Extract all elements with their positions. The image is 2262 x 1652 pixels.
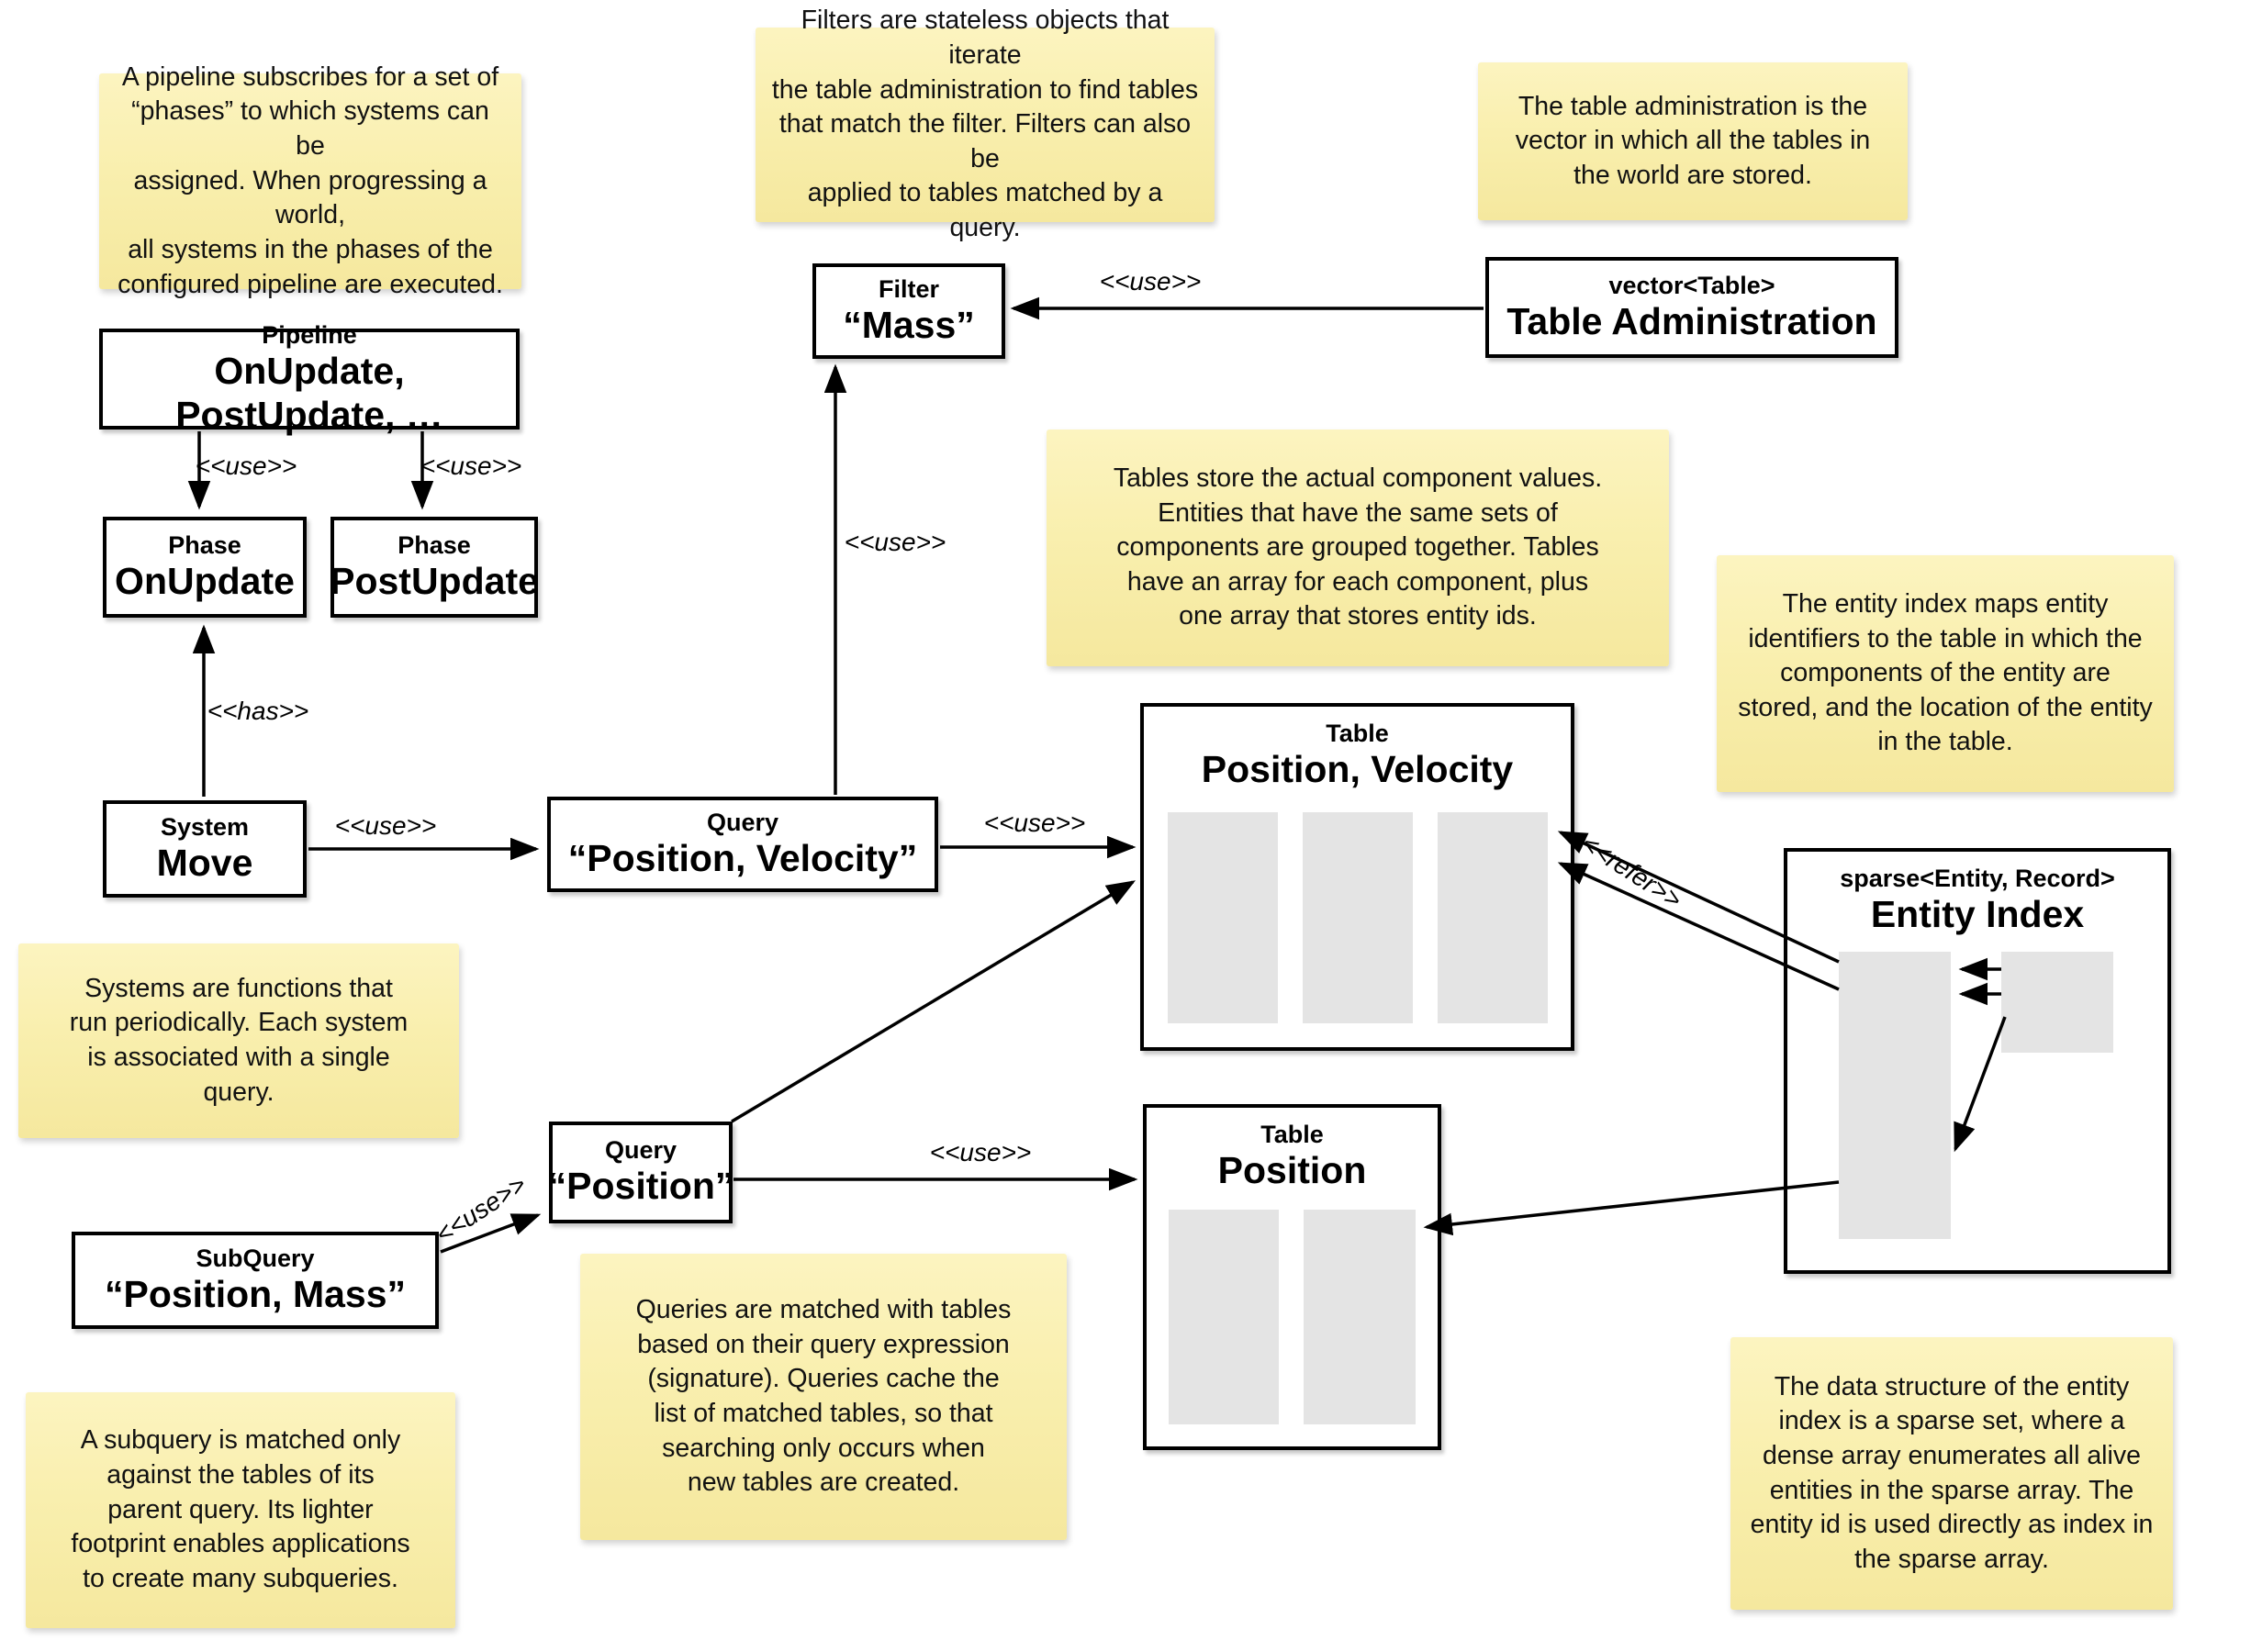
box-phase-onupdate: Phase OnUpdate	[103, 517, 307, 618]
edge-label-has: <<has>>	[207, 697, 309, 725]
box-pipeline-stereotype: Pipeline	[262, 321, 357, 350]
box-table-position-velocity: Table Position, Velocity	[1140, 703, 1574, 1051]
edge-label-use: <<use>>	[195, 452, 297, 480]
dense-array	[2001, 952, 2113, 1053]
box-system-move: System Move	[103, 800, 307, 898]
note-entity-index: The entity index maps entity identifiers…	[1717, 555, 2174, 792]
component-array	[1304, 1210, 1416, 1424]
box-phase-onupdate-stereotype: Phase	[168, 530, 241, 559]
component-array	[1438, 812, 1548, 1023]
edge-label-use: <<use>>	[844, 528, 946, 556]
box-table-p-name: Position	[1217, 1149, 1367, 1192]
note-filters: Filters are stateless objects that itera…	[756, 6, 1215, 242]
box-table-p-stereotype: Table	[1260, 1121, 1324, 1148]
box-query-p-stereotype: Query	[604, 1136, 677, 1165]
box-query-position-velocity: Query “Position, Velocity”	[547, 797, 938, 892]
box-table-pv-stereotype: Table	[1326, 720, 1389, 747]
note-table-admin: The table administration is the vector i…	[1478, 62, 1908, 220]
box-query-p-name: “Position”	[547, 1165, 734, 1208]
box-entity-index: sparse<Entity, Record> Entity Index	[1784, 848, 2171, 1274]
component-array	[1303, 812, 1413, 1023]
box-table-position: Table Position	[1143, 1104, 1441, 1450]
note-subquery: A subquery is matched only against the t…	[26, 1392, 455, 1628]
edge-label-use: <<use>>	[929, 1138, 1032, 1166]
edge-label-use: <<use>>	[420, 452, 522, 480]
box-query-pv-name: “Position, Velocity”	[567, 836, 918, 879]
box-query-position: Query “Position”	[547, 1122, 734, 1223]
box-filter-mass-stereotype: Filter	[878, 274, 939, 303]
box-pipeline: Pipeline OnUpdate, PostUpdate, …	[99, 321, 520, 436]
box-phase-onupdate-name: OnUpdate	[115, 559, 295, 602]
edge-label-use: <<use>>	[334, 811, 437, 840]
box-table-admin-stereotype: vector<Table>	[1608, 271, 1775, 299]
note-systems: Systems are functions that run periodica…	[18, 943, 459, 1138]
edge-label-use: <<use>>	[983, 809, 1086, 837]
component-array	[1168, 812, 1278, 1023]
edge-label-refer: <<refer>>	[1576, 829, 1687, 915]
box-table-pv-name: Position, Velocity	[1201, 748, 1514, 791]
box-table-admin-name: Table Administration	[1506, 299, 1877, 342]
box-system-move-stereotype: System	[160, 812, 250, 841]
box-subquery-stereotype: SubQuery	[196, 1244, 315, 1272]
note-pipeline: A pipeline subscribes for a set of “phas…	[99, 62, 521, 299]
note-tables: Tables store the actual component values…	[1047, 430, 1669, 666]
box-entity-index-stereotype: sparse<Entity, Record>	[1840, 865, 2115, 892]
edge-label-use: <<use>>	[430, 1169, 532, 1249]
sparse-array	[1839, 952, 1951, 1239]
box-filter-mass-name: “Mass”	[843, 303, 975, 346]
box-filter-mass: Filter “Mass”	[812, 263, 1005, 359]
box-phase-postupdate: Phase PostUpdate	[330, 517, 539, 618]
edge-label-use: <<use>>	[1099, 267, 1202, 296]
box-subquery-position-mass: SubQuery “Position, Mass”	[72, 1232, 439, 1329]
box-entity-index-name: Entity Index	[1870, 893, 2085, 936]
edge-entity-index-refer-table-p	[1423, 1180, 1840, 1236]
box-pipeline-name: OnUpdate, PostUpdate, …	[175, 350, 443, 436]
box-system-move-name: Move	[156, 841, 253, 884]
component-array	[1169, 1210, 1279, 1424]
note-sparse: The data structure of the entity index i…	[1730, 1337, 2173, 1610]
edge-query-p-use-table-pv	[731, 880, 1137, 1123]
box-table-administration: vector<Table> Table Administration	[1485, 257, 1898, 358]
box-subquery-name: “Position, Mass”	[104, 1272, 407, 1315]
box-query-pv-stereotype: Query	[706, 808, 779, 836]
box-phase-postupdate-stereotype: Phase	[398, 530, 471, 559]
box-phase-postupdate-name: PostUpdate	[330, 559, 539, 602]
note-queries: Queries are matched with tables based on…	[580, 1254, 1067, 1540]
